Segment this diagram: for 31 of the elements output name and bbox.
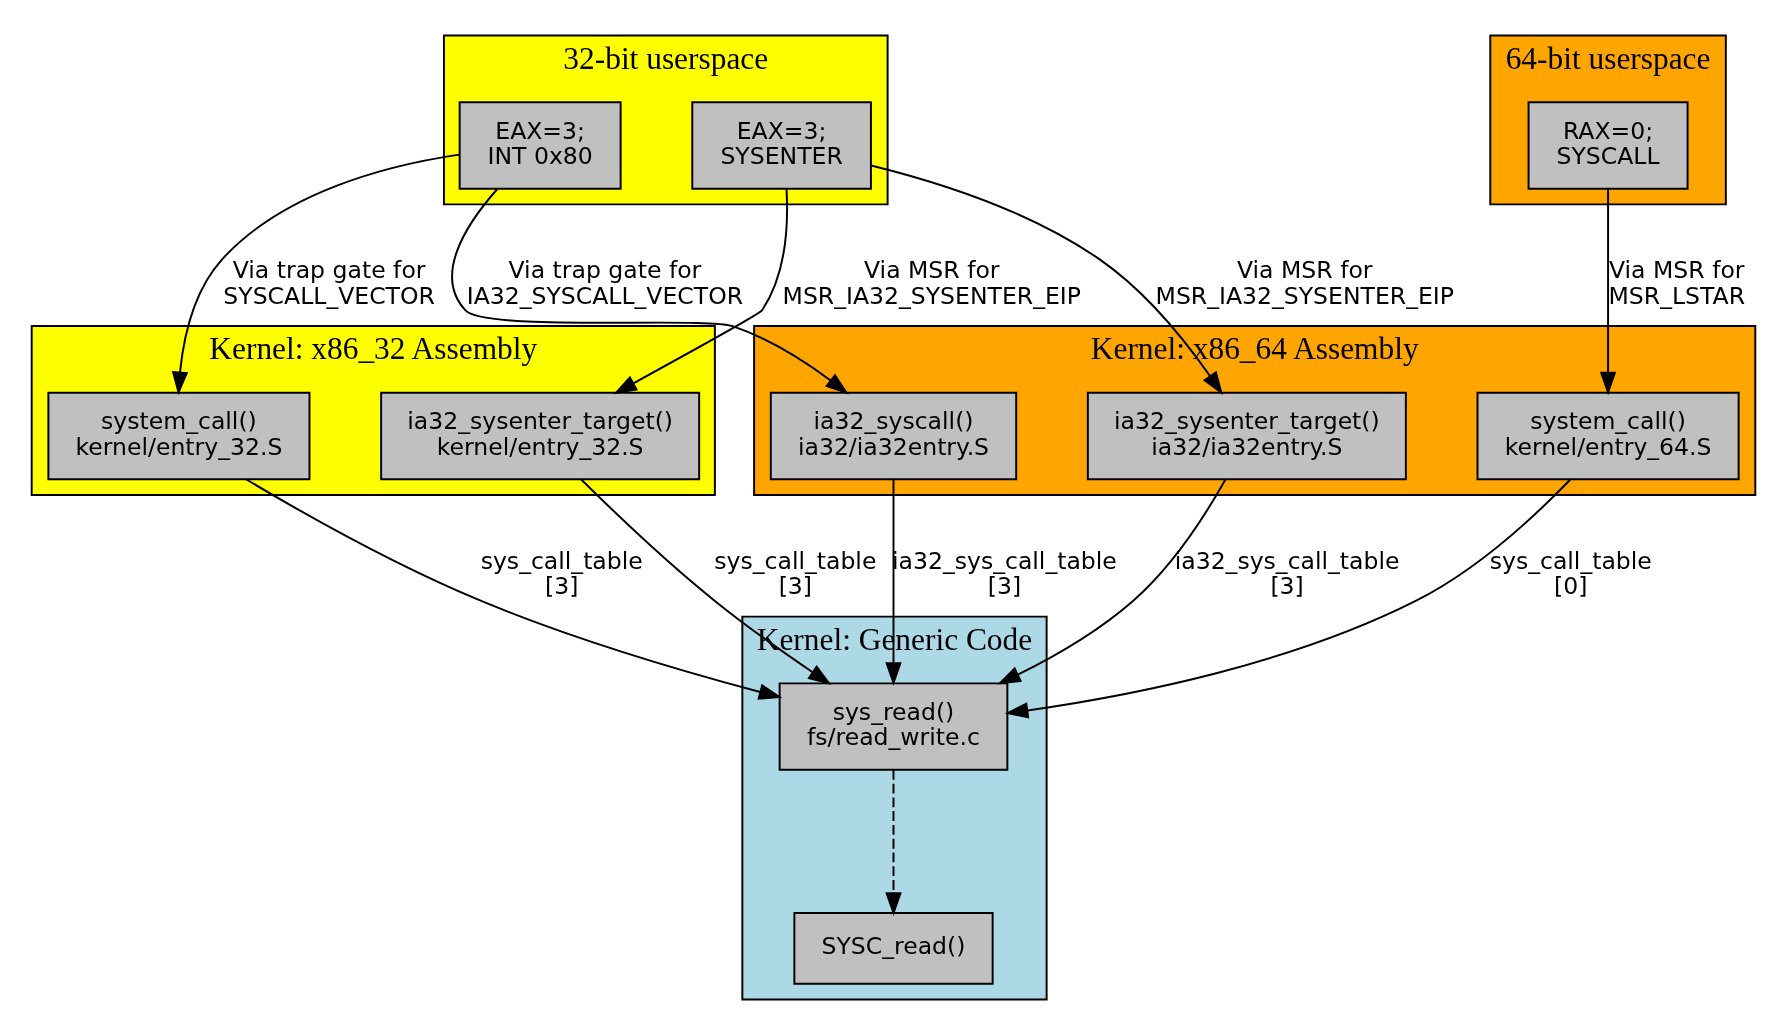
edge-label: Via trap gate for IA32_SYSCALL_VECTOR (466, 255, 744, 310)
arrow (885, 768, 902, 916)
arrow (580, 477, 832, 685)
node-box: RAX=0; SYSCALL (1527, 100, 1689, 190)
arrow (245, 477, 783, 700)
node-box: SYSC_read() (793, 911, 994, 985)
edge-label: Via MSR for MSR_LSTAR (1608, 255, 1746, 310)
edge-label: Via trap gate for SYSCALL_VECTOR (223, 255, 435, 310)
arrow (613, 187, 788, 394)
arrow (885, 478, 902, 686)
edge-label: sys_call_table [3] (480, 546, 643, 600)
arrow (171, 153, 461, 395)
node-box: ia32_sysenter_target() ia32/ia32entry.S (1086, 391, 1407, 480)
edge-label: ia32_sys_call_table [3] (1174, 546, 1400, 600)
node-box: system_call() kernel/entry_32.S (47, 391, 311, 480)
arrow (451, 187, 849, 394)
arrow (1599, 187, 1617, 395)
node-box: ia32_syscall() ia32/ia32entry.S (769, 391, 1018, 480)
node-box: ia32_sysenter_target() kernel/entry_32.S (380, 391, 701, 480)
edge-label: Via MSR for MSR_IA32_SYSENTER_EIP (1155, 255, 1454, 310)
arrow (1004, 478, 1572, 719)
node-box: EAX=3; INT 0x80 (458, 100, 622, 190)
node-box: EAX=3; SYSENTER (691, 100, 872, 190)
arrow (870, 164, 1223, 395)
edge-label: ia32_sys_call_table [3] (892, 546, 1117, 600)
edge-label: Via MSR for MSR_IA32_SYSENTER_EIP (782, 255, 1081, 310)
edge-label: sys_call_table [3] (714, 546, 877, 600)
arrow (997, 478, 1227, 684)
node-box: sys_read() fs/read_write.c (778, 681, 1009, 771)
edge-label: sys_call_table [0] (1489, 546, 1652, 600)
node-box: system_call() kernel/entry_64.S (1476, 391, 1740, 480)
